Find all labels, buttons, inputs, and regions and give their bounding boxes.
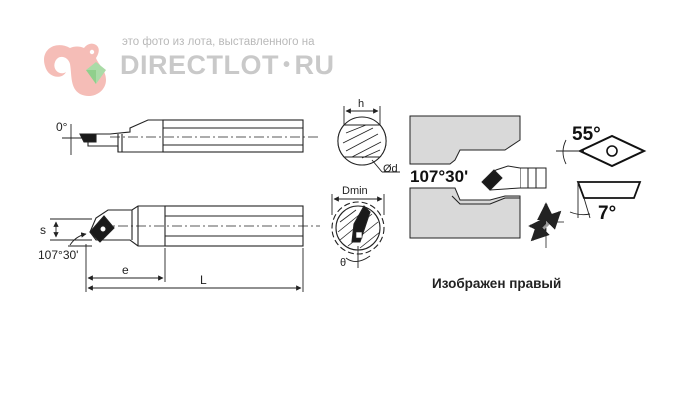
watermark-brand: DIRECTLOT•RU — [120, 50, 335, 81]
workpiece-section — [409, 115, 521, 239]
watermark-caption: это фото из лота, выставленного на — [122, 36, 315, 48]
s-dimension — [50, 218, 92, 241]
feed-direction-outline — [545, 221, 564, 248]
bar-top-view — [79, 119, 320, 153]
lead-angle-dimension — [68, 232, 92, 247]
L-label: L — [200, 273, 207, 287]
watermark-brand-left: DIRECTLOT — [120, 50, 279, 80]
d-label: Ød — [383, 163, 398, 175]
watermark-brand-right: RU — [294, 50, 335, 80]
lead-angle-large-label: 107°30' — [410, 167, 468, 186]
clearance-angle-label: 7° — [598, 203, 616, 224]
insert-angle-label: 55° — [572, 124, 601, 145]
angle-zero-dimension — [62, 124, 82, 155]
theta-dimension — [345, 246, 371, 268]
bar-head-in-bore — [481, 165, 547, 191]
h-dimension — [343, 106, 381, 125]
lead-angle-label: 107°30' — [38, 248, 78, 262]
bar-main-view — [89, 205, 320, 247]
dmin-label: Dmin — [342, 185, 368, 197]
shank-cross-section — [337, 116, 387, 166]
dmin-dimension — [331, 194, 385, 215]
insert-top-view — [577, 134, 647, 168]
caption-right-hand: Изображен правый — [432, 276, 561, 291]
feed-direction-icon — [528, 202, 562, 242]
theta-label: θ — [340, 257, 346, 269]
e-label: e — [122, 263, 129, 277]
s-label: s — [40, 223, 46, 237]
insert-angle-dimension — [556, 139, 584, 165]
clearance-angle-dimension — [569, 182, 591, 219]
watermark-brand-dot: • — [283, 54, 291, 76]
insert-side-view — [576, 181, 642, 199]
d-dimension — [371, 159, 400, 173]
angle-zero-label: 0° — [56, 120, 68, 134]
h-label: h — [358, 98, 364, 110]
length-dimensions — [85, 244, 304, 292]
squirrel-with-gem-icon — [44, 43, 106, 97]
